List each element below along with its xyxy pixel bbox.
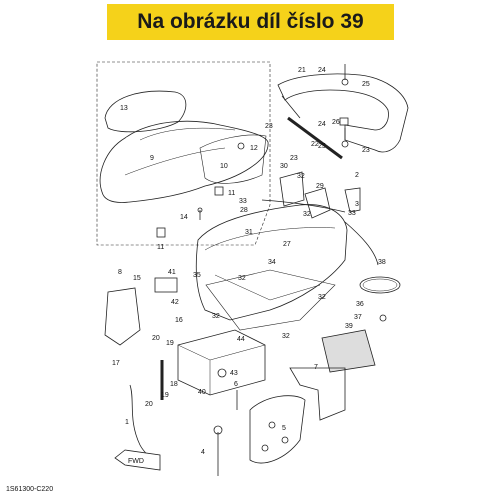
label-6: 6 xyxy=(234,381,238,388)
label-17: 17 xyxy=(112,360,120,367)
battery-box xyxy=(177,329,266,396)
label-10: 10 xyxy=(220,163,228,170)
cover-7 xyxy=(289,367,346,421)
label-24b: 24 xyxy=(318,121,326,128)
plate-5 xyxy=(249,395,306,464)
lid-30 xyxy=(279,171,305,207)
label-9: 9 xyxy=(150,155,154,162)
label-32f: 32 xyxy=(282,333,290,340)
label-27: 27 xyxy=(283,241,291,248)
label-11b: 11 xyxy=(157,244,164,251)
bracket-8 xyxy=(104,287,141,346)
cable-33 xyxy=(261,199,346,213)
label-34: 34 xyxy=(268,259,276,266)
label-42: 42 xyxy=(171,299,179,306)
label-21: 21 xyxy=(298,67,306,74)
label-32b: 32 xyxy=(303,211,311,218)
label-2: 2 xyxy=(355,172,359,179)
title-banner: Na obrázku díl číslo 39 xyxy=(107,4,394,40)
part-39 xyxy=(321,329,376,373)
label-22: 22 xyxy=(311,141,319,148)
label-41: 41 xyxy=(168,269,176,276)
latch-29 xyxy=(304,187,331,219)
label-20b: 20 xyxy=(145,401,153,408)
label-1: 1 xyxy=(125,419,129,426)
label-25b: 25 xyxy=(318,143,326,150)
cap-26 xyxy=(339,117,349,126)
damper-11-lower xyxy=(156,227,166,238)
label-40: 40 xyxy=(198,389,206,396)
rod-22 xyxy=(287,116,343,160)
label-11a: 11 xyxy=(228,190,235,197)
bolt-12 xyxy=(237,142,245,150)
fwd-label: FWD xyxy=(128,458,144,465)
label-31: 31 xyxy=(245,229,253,236)
label-44: 44 xyxy=(237,336,245,343)
label-32c: 32 xyxy=(238,275,246,282)
part-labels: 13 9 10 12 11 14 11 21 24 25 24 26 25 22… xyxy=(112,67,386,456)
label-13: 13 xyxy=(120,105,128,112)
damper-11-upper xyxy=(214,186,224,196)
label-19b: 19 xyxy=(161,392,169,399)
label-4: 4 xyxy=(201,449,205,456)
label-36: 36 xyxy=(356,301,364,308)
label-8: 8 xyxy=(118,269,122,276)
label-5: 5 xyxy=(282,425,286,432)
label-23a: 23 xyxy=(265,123,273,130)
label-32e: 32 xyxy=(212,313,220,320)
label-20a: 20 xyxy=(152,335,160,342)
label-39: 39 xyxy=(345,323,353,330)
seat-base xyxy=(199,134,267,184)
belt-38 xyxy=(359,276,401,294)
diagram-code: 1S61300-C220 xyxy=(6,486,54,493)
label-15: 15 xyxy=(133,275,141,282)
label-14: 14 xyxy=(180,214,188,221)
label-30: 30 xyxy=(280,163,288,170)
seat-group-outline xyxy=(96,61,271,246)
label-28: 28 xyxy=(240,207,248,214)
label-24a: 24 xyxy=(318,67,326,74)
label-23b: 23 xyxy=(290,155,298,162)
label-23c: 23 xyxy=(362,147,370,154)
storage-box xyxy=(195,204,348,321)
label-19a: 19 xyxy=(166,340,174,347)
label-32d: 32 xyxy=(318,294,326,301)
label-7: 7 xyxy=(314,364,318,371)
label-29: 29 xyxy=(316,183,324,190)
label-3: 3 xyxy=(355,201,359,208)
title-text: Na obrázku díl číslo 39 xyxy=(137,10,364,33)
fwd-arrow xyxy=(114,449,161,471)
grab-bar xyxy=(277,73,409,153)
bracket-3 xyxy=(344,187,361,213)
label-25a: 25 xyxy=(362,81,370,88)
label-43: 43 xyxy=(230,370,238,377)
plate-41 xyxy=(154,277,178,293)
label-12: 12 xyxy=(250,145,258,152)
label-35: 35 xyxy=(193,272,201,279)
label-33a: 33 xyxy=(239,198,247,205)
backrest xyxy=(104,90,187,133)
label-37: 37 xyxy=(354,314,362,321)
label-32a: 32 xyxy=(297,173,305,180)
label-33b: 33 xyxy=(348,210,356,217)
label-18: 18 xyxy=(170,381,178,388)
label-38: 38 xyxy=(378,259,386,266)
seat xyxy=(99,120,269,203)
label-26: 26 xyxy=(332,119,340,126)
label-16: 16 xyxy=(175,317,183,324)
tray-34 xyxy=(205,269,336,331)
